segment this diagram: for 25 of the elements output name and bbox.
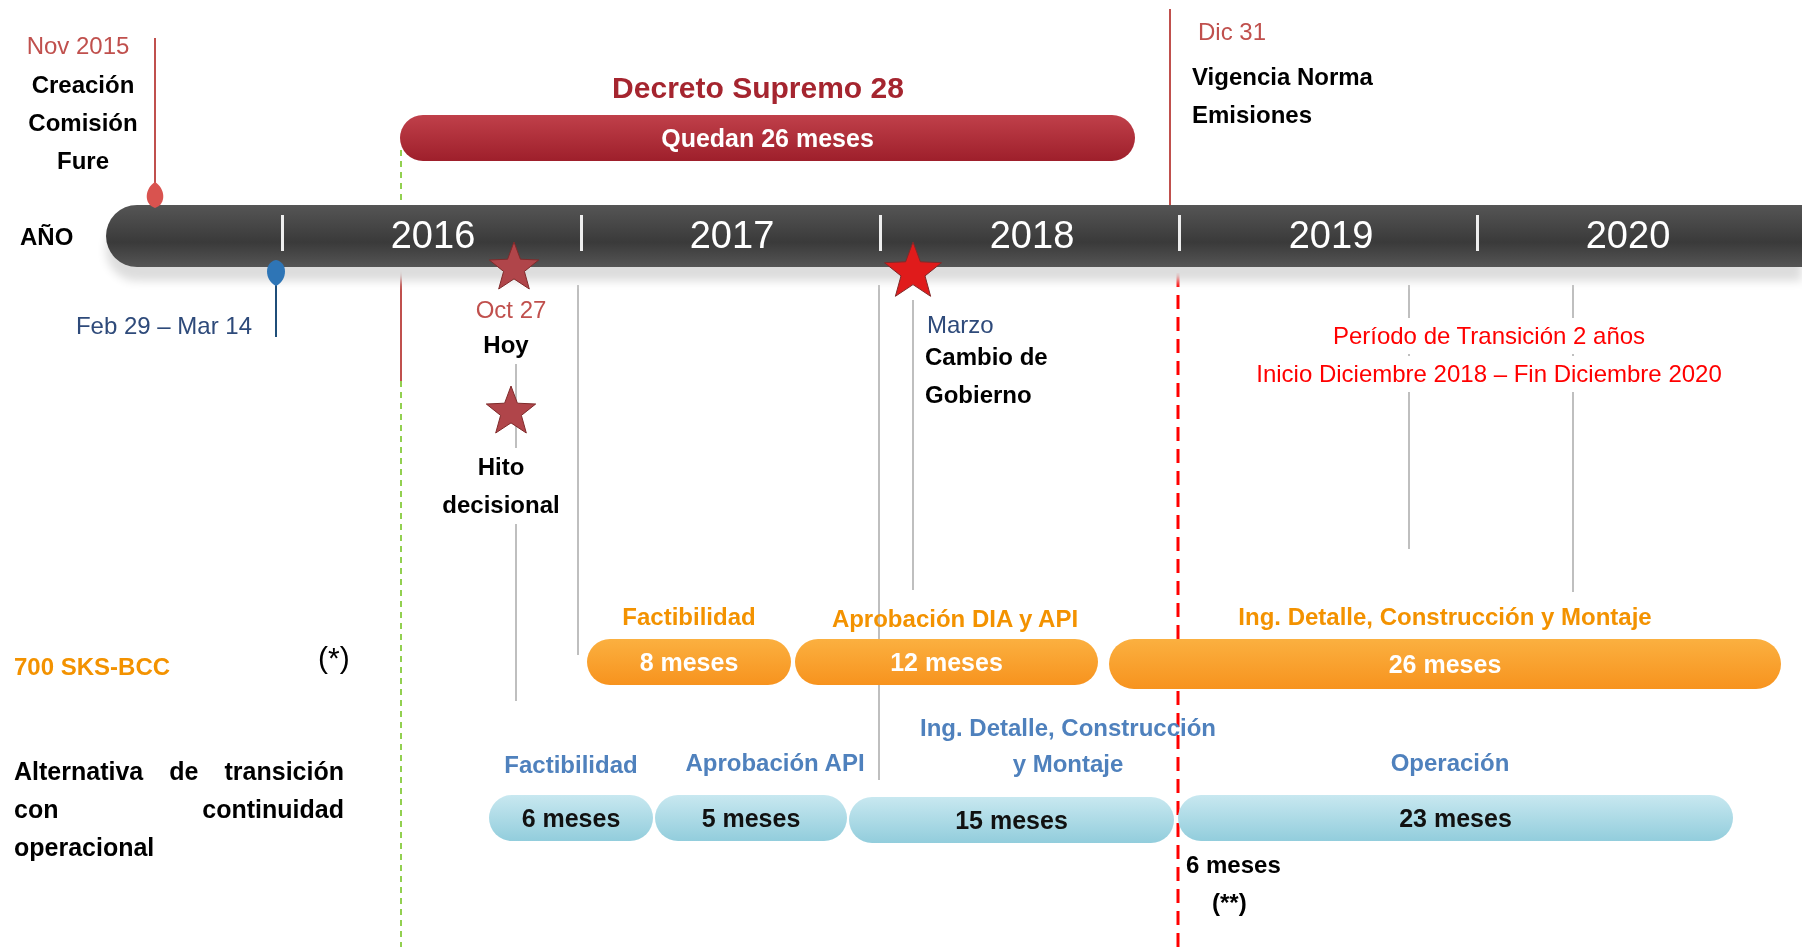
year-label: 2016 (390, 213, 476, 257)
timeline-bar (106, 205, 1802, 267)
phase-title: Factibilidad (622, 602, 756, 632)
phase-title: Operación (1390, 748, 1510, 778)
period-bar: Quedan 26 meses (400, 115, 1135, 161)
year-label: 2017 (689, 213, 775, 257)
note-text: Período de Transición 2 años (1332, 318, 1646, 354)
phase-title: Ing. Detalle, Construcción y Montaje (1238, 602, 1652, 632)
phase-title: Aprobación DIA y API (831, 604, 1079, 634)
year-label: 2018 (989, 213, 1075, 257)
note-text: Inicio Diciembre 2018 – Fin Diciembre 2020 (1256, 356, 1722, 392)
phase-bar: 5 meses (655, 795, 847, 841)
bar-title: Decreto Supremo 28 (612, 70, 904, 106)
milestone-label: Hoy (483, 326, 529, 364)
phase-bar: 12 meses (795, 639, 1098, 685)
phase-title: Factibilidad (504, 750, 638, 780)
phase-title: Ing. Detalle, Construcción y Montaje (918, 713, 1217, 779)
year-label: 2019 (1288, 213, 1374, 257)
year-label: 2020 (1585, 213, 1671, 257)
phase-bar: 15 meses (849, 797, 1174, 843)
phase-title: Aprobación API (685, 748, 865, 778)
phase-bar: 23 meses (1178, 795, 1733, 841)
phase-bar: 26 meses (1109, 639, 1781, 689)
phase-bar: 6 meses (489, 795, 653, 841)
phase-bar: 8 meses (587, 639, 791, 685)
